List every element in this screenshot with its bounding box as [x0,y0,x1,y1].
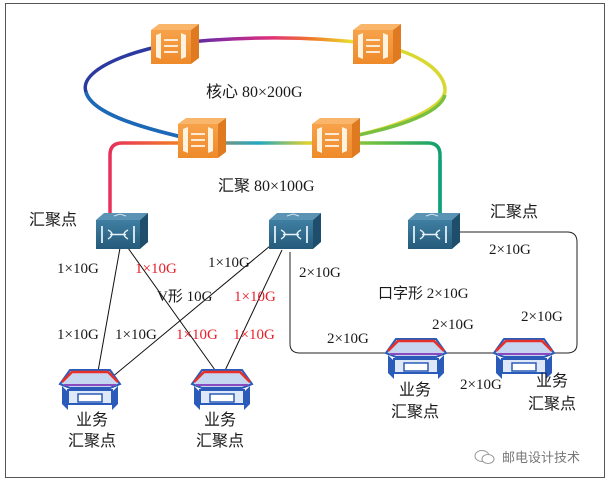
service-node-4-label-line1: 业务 [535,373,568,390]
v-link-label-left-top: 1×10G [57,261,99,277]
mouth-link-label-3: 2×10G [521,309,563,325]
watermark-text: 邮电设计技术 [502,451,581,466]
agg-point-left-label: 汇聚点 [29,212,78,229]
service-node-4-label-line2: 汇聚点 [527,396,576,413]
mouth-link-label-2: 2×10G [299,265,341,281]
watermark: 邮电设计技术 [474,447,580,466]
core-router-4[interactable] [311,117,361,159]
v-shape-links [96,245,283,380]
service-node-1[interactable] [58,368,122,412]
core-router-2[interactable] [352,23,402,65]
v-link-label-bottom-3: 1×10G [176,327,218,343]
core-layer-label: 核心 80×200G [206,84,303,101]
wechat-icon [474,449,495,464]
service-node-2-label-line1: 业务 [203,412,236,429]
service-node-2[interactable] [190,368,254,412]
mouth-link-label-5: 2×10G [327,331,369,347]
agg-ring-top [108,141,442,225]
v-shape-title: V形 10G [157,289,213,305]
service-node-1-label-line1: 业务 [75,412,108,429]
core-router-1[interactable] [150,23,200,65]
service-node-3-label-line2: 汇聚点 [390,404,439,421]
mouth-link-label-1: 2×10G [489,242,531,258]
service-node-3[interactable] [384,337,448,381]
v-link-label-mid-red: 1×10G [234,289,276,305]
mouth-link-label-4: 2×10G [432,317,474,333]
mouth-shape-ring [289,231,578,354]
service-node-2-label-line2: 汇聚点 [195,433,244,450]
service-node-3-label-line1: 业务 [398,382,431,399]
core-router-3[interactable] [177,117,227,159]
mouth-shape-title: 口字形 2×10G [378,286,469,302]
service-node-1-label-line2: 汇聚点 [67,433,116,450]
v-link-label-bottom-4: 1×10G [233,327,275,343]
v-link-label-mid-top: 1×10G [208,255,250,271]
agg-switch-left[interactable] [95,212,149,250]
core-ring-top-arc [169,36,374,46]
agg-switch-middle[interactable] [268,212,322,250]
aggregation-layer-label: 汇聚 80×100G [218,178,315,195]
v-link-label-bottom-1: 1×10G [57,327,99,343]
mouth-link-label-6: 2×10G [460,377,502,393]
agg-point-right-label: 汇聚点 [490,204,539,221]
agg-switch-right[interactable] [407,212,461,250]
v-link-label-bottom-2: 1×10G [115,327,157,343]
v-link-label-left-top-red: 1×10G [135,261,177,277]
